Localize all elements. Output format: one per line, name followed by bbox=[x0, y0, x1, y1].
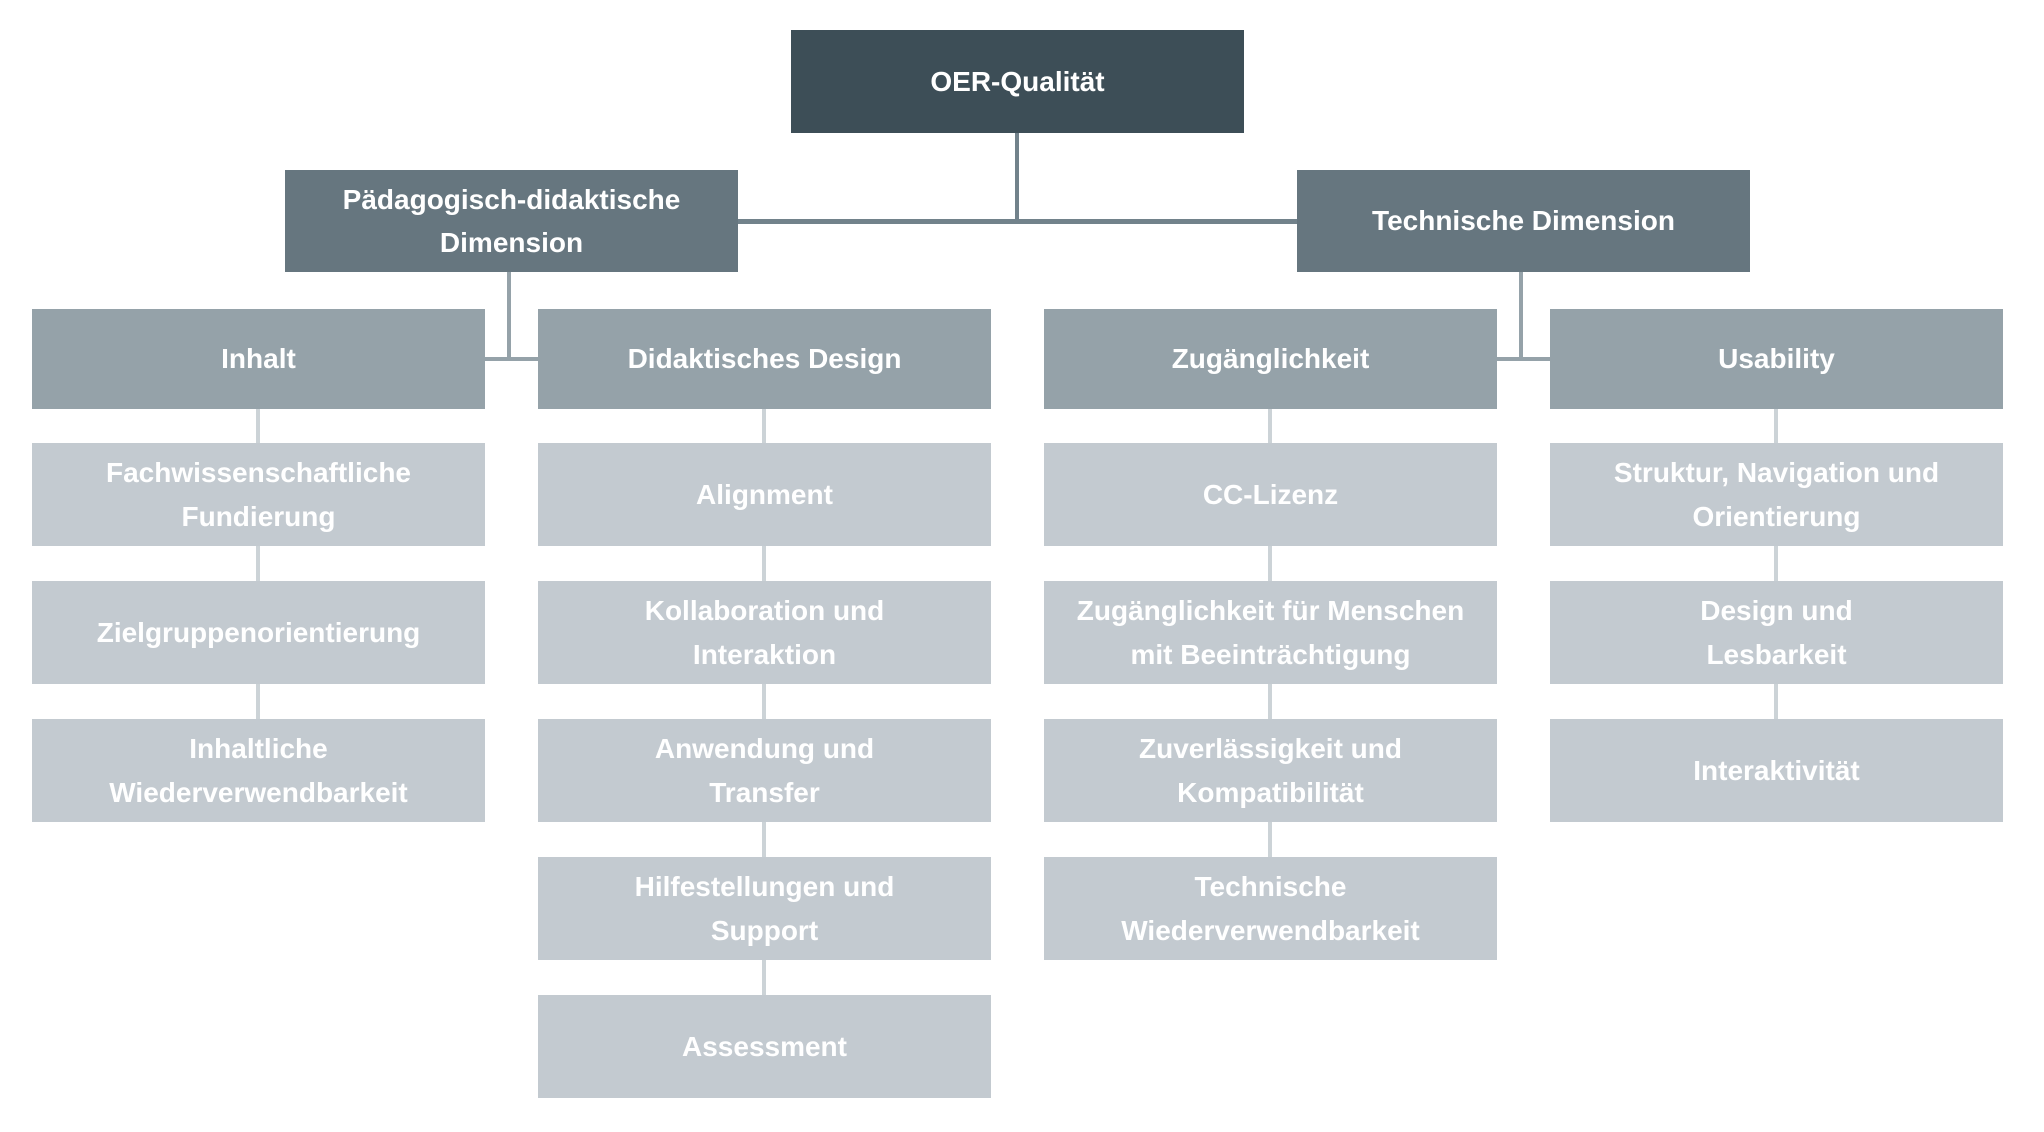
connector-inhalt-item1 bbox=[256, 409, 260, 443]
dimension-node-paedagogisch-didaktisch: Pädagogisch-didaktische Dimension bbox=[285, 170, 738, 272]
item-node-anwendung-transfer: Anwendung und Transfer bbox=[538, 719, 991, 822]
connector-root-vertical bbox=[1015, 133, 1019, 223]
connector-didaktik-item1 bbox=[762, 409, 766, 443]
connector-zugaenglichkeit-item1 bbox=[1268, 409, 1272, 443]
item-node-design-lesbarkeit: Design und Lesbarkeit bbox=[1550, 581, 2003, 684]
connector-inhalt-item2 bbox=[256, 546, 260, 581]
item-node-assessment: Assessment bbox=[538, 995, 991, 1098]
connector-usability-item3 bbox=[1774, 684, 1778, 719]
connector-zugaenglichkeit-usability-notch bbox=[1495, 357, 1552, 361]
connector-zugaenglichkeit-item3 bbox=[1268, 684, 1272, 719]
connector-dimensions-horizontal bbox=[736, 219, 1299, 224]
connector-zugaenglichkeit-item2 bbox=[1268, 546, 1272, 581]
connector-technisch-vertical bbox=[1519, 272, 1523, 361]
connector-didaktik-item4 bbox=[762, 822, 766, 857]
root-node-oer-qualitaet: OER-Qualität bbox=[791, 30, 1244, 133]
connector-inhalt-didaktik-notch bbox=[483, 357, 540, 361]
category-node-zugaenglichkeit: Zugänglichkeit bbox=[1044, 309, 1497, 409]
item-node-cc-lizenz: CC-Lizenz bbox=[1044, 443, 1497, 546]
category-node-inhalt: Inhalt bbox=[32, 309, 485, 409]
item-node-kollaboration-interaktion: Kollaboration und Interaktion bbox=[538, 581, 991, 684]
item-node-inhaltliche-wiederverwendbarkeit: Inhaltliche Wiederverwendbarkeit bbox=[32, 719, 485, 822]
item-node-struktur-navigation-orientierung: Struktur, Navigation und Orientierung bbox=[1550, 443, 2003, 546]
category-node-usability: Usability bbox=[1550, 309, 2003, 409]
connector-usability-item2 bbox=[1774, 546, 1778, 581]
item-node-fachwissenschaftliche-fundierung: Fachwissenschaftliche Fundierung bbox=[32, 443, 485, 546]
connector-didaktik-item2 bbox=[762, 546, 766, 581]
item-node-technische-wiederverwendbarkeit: Technische Wiederverwendbarkeit bbox=[1044, 857, 1497, 960]
item-node-alignment: Alignment bbox=[538, 443, 991, 546]
connector-inhalt-item3 bbox=[256, 684, 260, 719]
connector-didaktik-item5 bbox=[762, 960, 766, 995]
item-node-hilfestellungen-support: Hilfestellungen und Support bbox=[538, 857, 991, 960]
dimension-node-technisch: Technische Dimension bbox=[1297, 170, 1750, 272]
item-node-zugaenglichkeit-menschen-beeintraechtigung: Zugänglichkeit für Menschen mit Beeinträ… bbox=[1044, 581, 1497, 684]
connector-usability-item1 bbox=[1774, 409, 1778, 443]
item-node-zuverlaessigkeit-kompatibilitaet: Zuverlässigkeit und Kompatibilität bbox=[1044, 719, 1497, 822]
item-node-interaktivitaet: Interaktivität bbox=[1550, 719, 2003, 822]
connector-didaktik-item3 bbox=[762, 684, 766, 719]
item-node-zielgruppenorientierung: Zielgruppenorientierung bbox=[32, 581, 485, 684]
connector-paedagogisch-vertical bbox=[507, 272, 511, 361]
connector-zugaenglichkeit-item4 bbox=[1268, 822, 1272, 857]
category-node-didaktisches-design: Didaktisches Design bbox=[538, 309, 991, 409]
